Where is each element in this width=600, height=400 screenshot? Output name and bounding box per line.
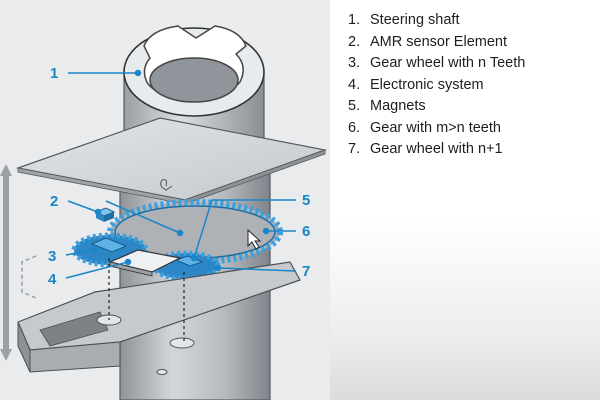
legend-item-amr-sensor: 2. AMR sensor Element — [348, 32, 593, 54]
sensor-diagram: 1 2 3 4 5 6 7 — [0, 25, 328, 400]
callout-4: 4 — [48, 271, 57, 288]
callout-leaders — [65, 69, 297, 279]
legend-item-magnets: 5. Magnets — [348, 96, 593, 118]
legend-item-gear-m-teeth: 6. Gear with m>n teeth — [348, 118, 593, 140]
legend-item-number: 1. — [348, 12, 361, 28]
mouse-cursor-icon — [247, 228, 262, 250]
callout-3: 3 — [48, 248, 56, 265]
movement-arrow — [0, 164, 12, 361]
legend-item-label: Gear wheel with n+1 — [370, 141, 503, 157]
legend-item-number: 3. — [348, 55, 361, 71]
legend-item-steering-shaft: 1. Steering shaft — [348, 10, 593, 32]
legend-item-label: AMR sensor Element — [370, 33, 507, 50]
callout-6: 6 — [302, 223, 310, 240]
legend-item-label: Gear wheel with n Teeth — [370, 55, 526, 71]
dashed-bracket — [21, 255, 37, 299]
callout-1: 1 — [50, 65, 58, 82]
legend-item-gear-n-plus-1: 7. Gear wheel with n+1 — [348, 139, 593, 161]
legend-item-label: Gear with m>n teeth — [370, 119, 501, 136]
legend-item-number: 5. — [348, 98, 361, 114]
legend-item-label: Steering shaft — [370, 12, 460, 28]
legend-item-number: 4. — [348, 76, 361, 93]
legend-item-label: Electronic system — [370, 76, 484, 93]
legend-item-number: 2. — [348, 33, 361, 50]
legend-item-label: Magnets — [370, 98, 426, 114]
legend-panel — [330, 0, 600, 400]
bottom-bracket — [17, 258, 301, 375]
callout-2: 2 — [50, 193, 58, 210]
legend-item-number: 7. — [348, 141, 361, 157]
callout-5: 5 — [302, 192, 310, 209]
electronic-chip — [108, 249, 182, 277]
callout-7: 7 — [302, 263, 310, 280]
legend-item-number: 6. — [348, 119, 361, 136]
legend-item-gear-n-teeth: 3. Gear wheel with n Teeth — [348, 53, 593, 75]
sensor-plate — [15, 117, 328, 205]
legend-item-electronic-system: 4. Electronic system — [348, 75, 593, 97]
component-legend: 1. Steering shaft 2. AMR sensor Element 3.… — [348, 10, 593, 161]
